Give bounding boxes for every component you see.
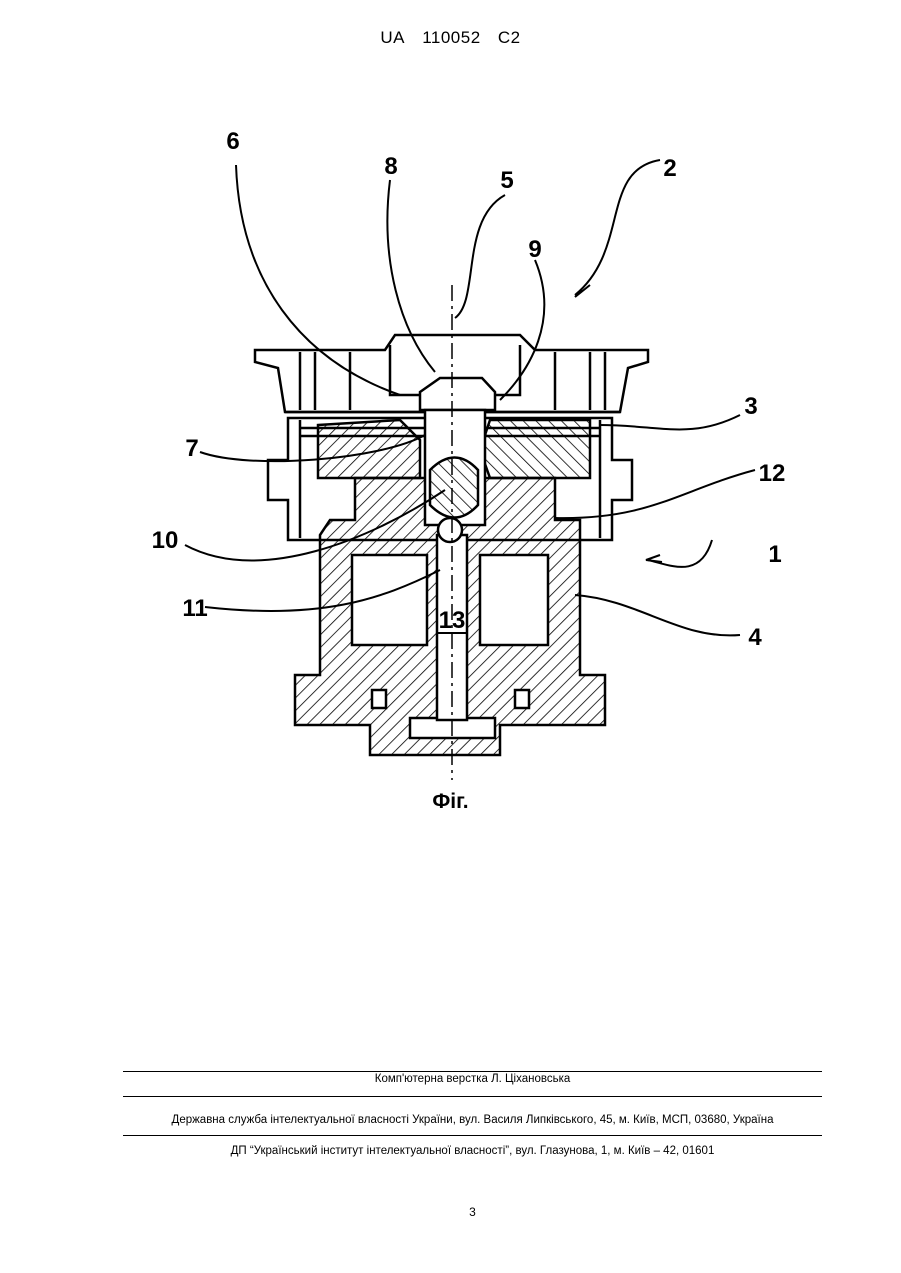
label-9: 9 [528,236,541,263]
footer-divider-bottom [123,1135,822,1136]
label-2: 2 [663,155,676,182]
label-1: 1 [768,541,781,568]
label-13: 13 [439,607,466,634]
label-11: 11 [182,595,207,622]
figure-caption: Фіг. [0,790,901,814]
label-10: 10 [152,527,179,554]
institute-address: ДП “Український інститут інтелектуальної… [0,1145,901,1157]
layout-credit: Комп'ютерна верстка Л. Ціхановська [0,1073,901,1085]
footer-divider-top [123,1071,822,1072]
label-5: 5 [500,167,513,194]
label-4: 4 [748,624,762,651]
page-number: 3 [0,1205,901,1219]
drawing-body [255,285,648,780]
label-8: 8 [384,153,397,180]
label-6: 6 [226,128,239,155]
label-3: 3 [744,393,757,420]
patent-drawing: 6 8 5 2 9 3 7 12 10 1 11 13 4 [0,0,901,840]
arrow-1 [646,555,662,562]
label-7: 7 [185,435,198,462]
footer-divider-middle [123,1096,822,1097]
service-address: Державна служба інтелектуальної власност… [0,1114,901,1126]
label-12: 12 [759,460,786,487]
